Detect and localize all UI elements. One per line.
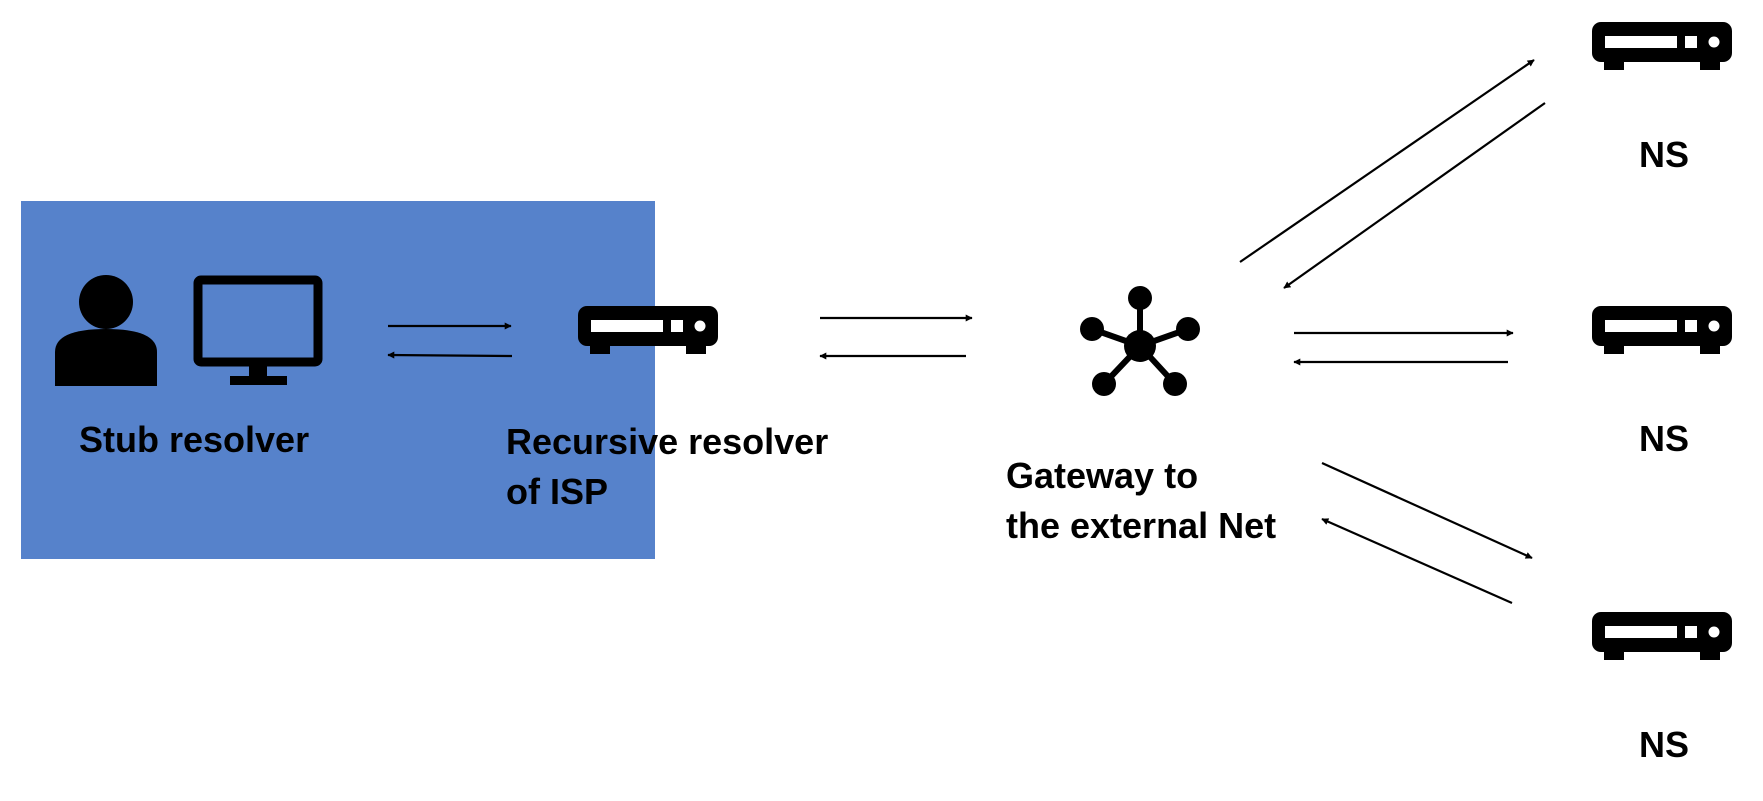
- name-server-2-label: NS: [1639, 418, 1690, 459]
- recursive-resolver-label-line2: of ISP: [506, 471, 609, 512]
- monitor-icon: [193, 275, 323, 385]
- stub-resolver-label: Stub resolver: [79, 419, 310, 460]
- name-server-3-icon: [1592, 612, 1732, 660]
- name-server-1-label: NS: [1639, 134, 1690, 175]
- gateway-label-line2: the external Net: [1006, 505, 1277, 546]
- gateway-hub-icon: [1080, 286, 1200, 396]
- name-server-2-icon: [1592, 306, 1732, 354]
- recursive-resolver-label-line1: Recursive resolver: [506, 421, 829, 462]
- user-icon: [55, 275, 157, 386]
- arrow-ns-1-to-gateway: [1283, 102, 1546, 289]
- name-server-1-icon: [1592, 22, 1732, 70]
- name-server-3-label: NS: [1639, 724, 1690, 765]
- arrow-gateway-to-ns-3: [1321, 461, 1533, 560]
- arrow-gateway-to-ns-1: [1239, 59, 1535, 263]
- arrow-ns-3-to-gateway: [1321, 517, 1513, 605]
- gateway-label-line1: Gateway to: [1006, 455, 1199, 496]
- arrow-recursive-to-stub: [387, 351, 513, 359]
